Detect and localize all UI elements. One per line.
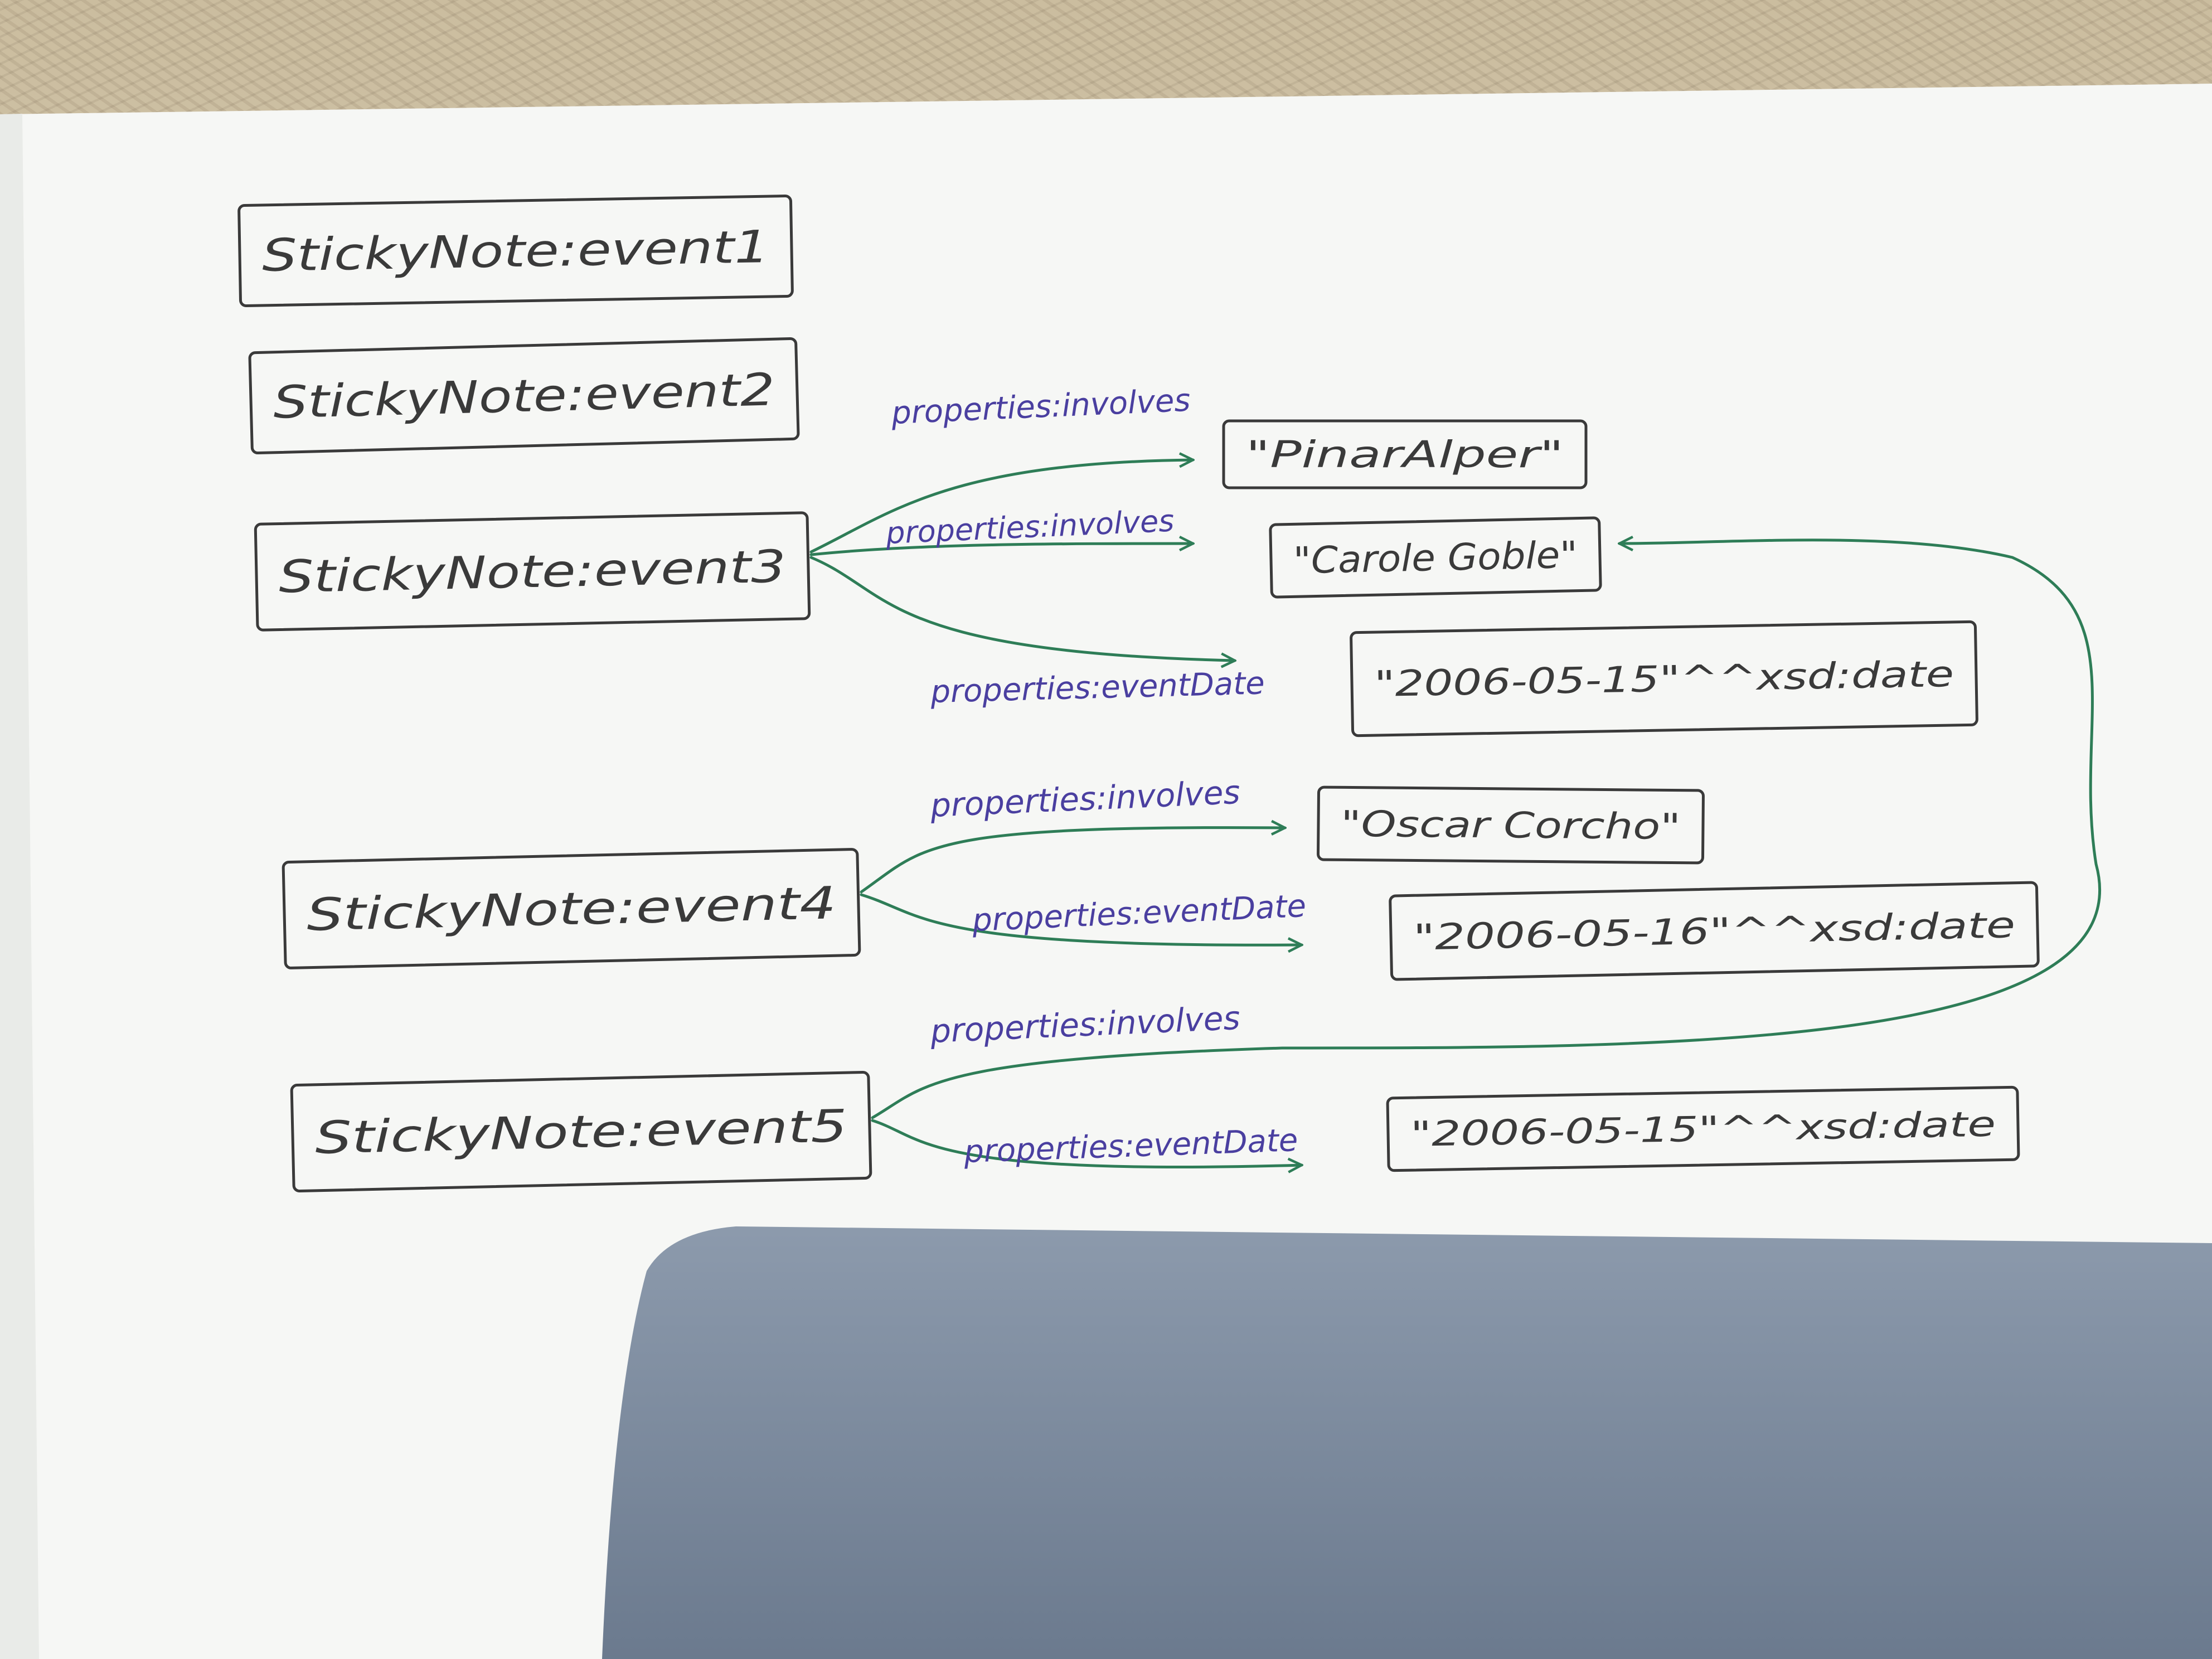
photo-shadow: [602, 1226, 2212, 1659]
subject-node-e4: StickyNote:event4: [282, 848, 861, 969]
subject-box: [282, 848, 861, 969]
subject-box: [254, 511, 811, 632]
literal-node-carole: "Carole Goble": [1269, 516, 1602, 599]
subject-node-e5: StickyNote:event5: [290, 1071, 872, 1192]
literal-box: [1389, 881, 2040, 981]
literal-label: "2006-05-15"^^xsd:date: [1374, 654, 1954, 705]
literal-node-pinar: "PinarAlper": [1222, 419, 1588, 489]
literal-label: "PinarAlper": [1246, 433, 1564, 476]
literal-label: "Carole Goble": [1293, 533, 1578, 583]
subject-node-e1: StickyNote:event1: [237, 195, 794, 307]
literal-box: [1222, 419, 1588, 489]
subject-label: StickyNote:event1: [261, 221, 769, 282]
edge-arrow-e3-carole: [809, 544, 1193, 556]
literal-box: [1350, 620, 1978, 738]
edge-arrow-e5-date5: [871, 1119, 1302, 1167]
literal-box: [1269, 516, 1602, 599]
subject-label: StickyNote:event5: [314, 1100, 848, 1164]
subject-box: [248, 337, 800, 455]
literal-box: [1317, 785, 1705, 865]
edge-arrow-e3-pinar: [809, 460, 1193, 554]
edge-arrow-e3-date3: [809, 556, 1235, 661]
subject-box: [237, 195, 794, 307]
edges-layer: [809, 460, 2102, 1167]
paper-edge-left: [0, 114, 39, 1659]
subject-box: [290, 1071, 872, 1192]
literal-node-date3: "2006-05-15"^^xsd:date: [1350, 620, 1978, 738]
subject-label: StickyNote:event4: [306, 877, 837, 941]
edge-arrow-e5-carole: [871, 540, 2102, 1119]
subject-node-e3: StickyNote:event3: [254, 511, 811, 632]
boxes-layer: StickyNote:event1StickyNote:event2Sticky…: [237, 195, 2040, 1192]
literal-label: "Oscar Corcho": [1341, 804, 1681, 848]
edge-arrow-e4-oscar: [860, 828, 1285, 894]
literal-box: [1386, 1085, 2020, 1172]
literal-node-oscar: "Oscar Corcho": [1317, 785, 1705, 865]
subject-label: StickyNote:event3: [278, 540, 787, 603]
edge-arrow-e4-date4: [860, 893, 1302, 945]
edge-label-e3-date3: properties:eventDate: [930, 665, 1265, 710]
